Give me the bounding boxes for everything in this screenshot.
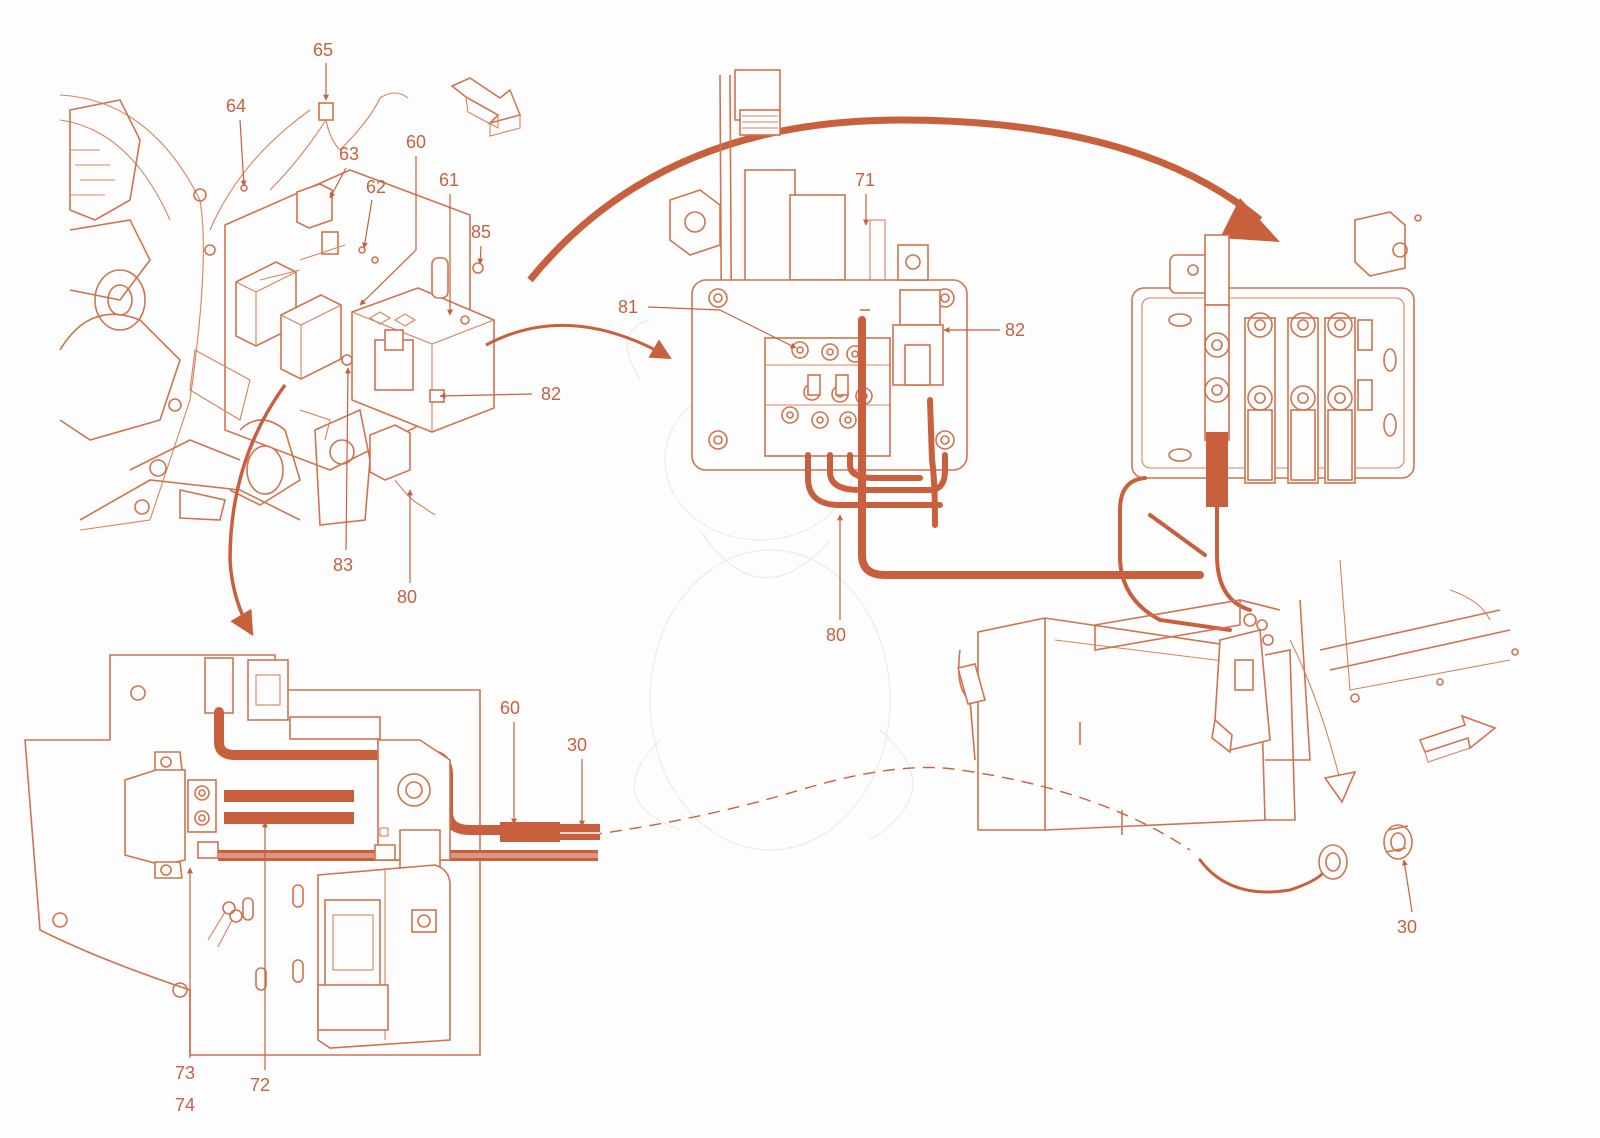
- callout-85: 85: [471, 222, 491, 242]
- dashed-wire-link: [589, 766, 1191, 851]
- callout-81: 81: [618, 297, 638, 317]
- callouts-bottom: 60 30 72 73 74: [175, 698, 587, 1115]
- callout-30-bottom: 30: [567, 735, 587, 755]
- callout-82-left: 82: [541, 384, 561, 404]
- callouts-top-left: 65 64 63 62 60 61 85 82 83 80: [226, 40, 561, 607]
- callout-72: 72: [250, 1075, 270, 1095]
- curved-arrow-icon: [527, 116, 1263, 283]
- callout-73: 73: [175, 1063, 195, 1083]
- callout-74: 74: [175, 1095, 195, 1115]
- callout-65: 65: [313, 40, 333, 60]
- callout-80-left: 80: [397, 587, 417, 607]
- callout-83: 83: [333, 555, 353, 575]
- callout-60-bottom: 60: [500, 698, 520, 718]
- callout-64: 64: [226, 96, 246, 116]
- callout-30-right: 30: [1397, 917, 1417, 937]
- callout-71: 71: [855, 170, 875, 190]
- hollow-arrow-icon: [1418, 714, 1497, 753]
- callout-82-mid: 82: [1005, 320, 1025, 340]
- callout-63: 63: [339, 144, 359, 164]
- top-left-assembly: [59, 92, 495, 531]
- callout-62: 62: [366, 177, 386, 197]
- hollow-arrow-icon: [450, 77, 522, 125]
- flow-arrows: [228, 116, 1280, 637]
- direction-arrow-top: [450, 77, 522, 137]
- fuse-panel-middle: [669, 69, 1204, 579]
- frame-assembly: [957, 559, 1519, 894]
- callout-80-mid: 80: [826, 625, 846, 645]
- callout-60-top: 60: [406, 132, 426, 152]
- bottom-left-panel: [24, 654, 600, 1056]
- junction-box-right: [1118, 211, 1422, 632]
- callouts-middle: 71 81 82 80: [618, 170, 1025, 645]
- callout-61: 61: [439, 170, 459, 190]
